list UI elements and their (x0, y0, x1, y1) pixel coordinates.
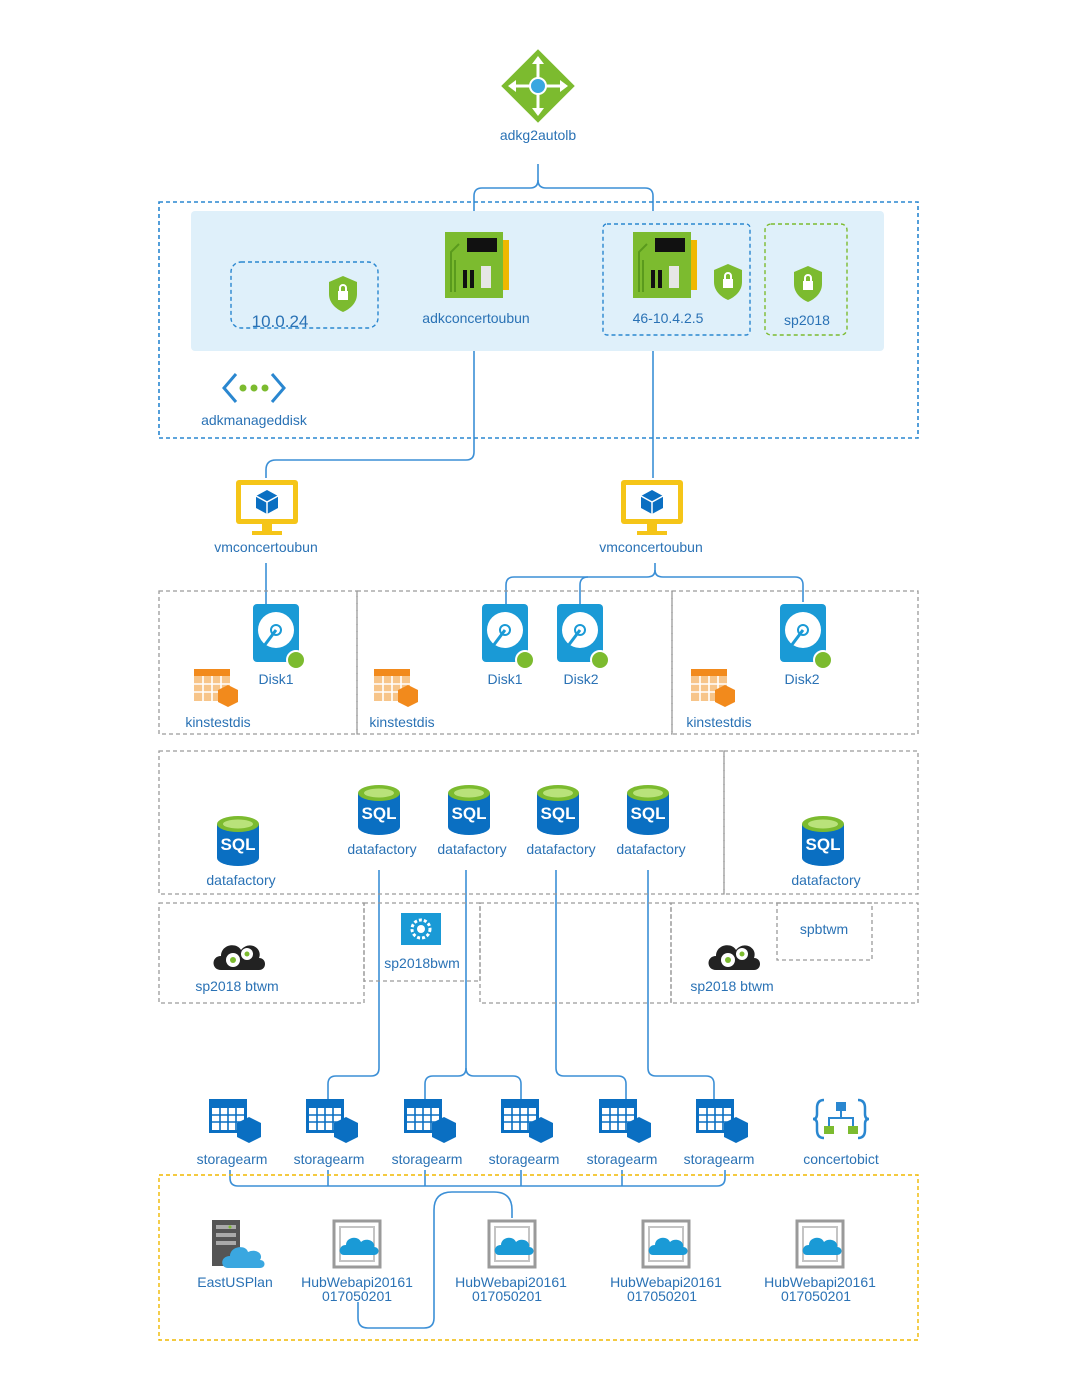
storage-label: storagearm (586, 1151, 658, 1167)
storage-icon[interactable] (305, 1098, 359, 1144)
sql-icon[interactable]: SQL (358, 785, 400, 835)
disk-label: Disk1 (258, 671, 294, 687)
svg-text:SQL: SQL (631, 804, 666, 823)
load-balancer-label: adkg2autolb (499, 127, 577, 143)
sql-icon[interactable]: SQL (627, 785, 669, 835)
storage-orange-icon[interactable] (373, 668, 419, 708)
storage-icon[interactable] (598, 1098, 652, 1144)
web-app-icon[interactable] (795, 1219, 845, 1269)
storage-label: storagearm (391, 1151, 463, 1167)
web-app-label-line1: HubWebapi20161 (764, 1274, 876, 1290)
storage-orange-icon[interactable] (193, 668, 239, 708)
disk-icon[interactable] (555, 602, 611, 671)
web-app-label-line2: 017050201 (321, 1288, 393, 1304)
logic-app-icon[interactable] (812, 1098, 870, 1140)
web-app-label-line1: HubWebapi20161 (455, 1274, 567, 1290)
svg-text:SQL: SQL (362, 804, 397, 823)
app-plan-icon[interactable] (212, 1220, 265, 1268)
svg-text:SQL: SQL (452, 804, 487, 823)
sql-label: datafactory (791, 872, 861, 888)
storage-label: storagearm (488, 1151, 560, 1167)
storage-group-label: kinstestdis (686, 714, 752, 730)
vm-label: vmconcertoubun (214, 539, 318, 555)
vm-label: vmconcertoubun (599, 539, 703, 555)
storage-group-label: kinstestdis (369, 714, 435, 730)
web-app-icon[interactable] (487, 1219, 537, 1269)
nic-right-icon[interactable] (632, 231, 698, 299)
vnet-boundary (158, 201, 919, 439)
nic-right-label: 46-10.4.2.5 (632, 310, 704, 326)
web-app-label-line2: 017050201 (471, 1288, 543, 1304)
sql-label: datafactory (437, 841, 507, 857)
subnet-address-label: 10.0.24 (251, 312, 309, 331)
web-app-icon[interactable] (332, 1219, 382, 1269)
storage-label: storagearm (196, 1151, 268, 1167)
gear-icon[interactable] (401, 913, 441, 945)
app-service-group (158, 1174, 919, 1341)
nic-left-icon[interactable] (444, 231, 510, 299)
disk-label: Disk1 (487, 671, 523, 687)
svg-text:SQL: SQL (806, 835, 841, 854)
vm-right-icon[interactable] (620, 479, 684, 536)
sql-icon[interactable]: SQL (448, 785, 490, 835)
load-balancer-icon[interactable] (501, 49, 575, 123)
storage-icon[interactable] (403, 1098, 457, 1144)
nic-left-label: adkconcertoubun (422, 310, 530, 326)
subnet-address-box (230, 261, 379, 329)
connectors (229, 164, 804, 1329)
storage-icon[interactable] (695, 1098, 749, 1144)
web-app-label-line2: 017050201 (780, 1288, 852, 1304)
storage-label: storagearm (683, 1151, 755, 1167)
nsg-label: sp2018 (784, 312, 830, 328)
sql-icon[interactable]: SQL (802, 816, 844, 866)
web-app-icon[interactable] (641, 1219, 691, 1269)
disk-label: Disk2 (563, 671, 599, 687)
vnet-label: adkmanageddisk (201, 412, 307, 428)
nic-right-group (602, 223, 751, 336)
subnet-area (191, 211, 884, 351)
storage-orange-icon[interactable] (690, 668, 736, 708)
sql-label: datafactory (347, 841, 417, 857)
service-box-label: spbtwm (799, 921, 849, 937)
disk-label: Disk2 (784, 671, 820, 687)
vm-left-icon[interactable] (235, 479, 299, 536)
disk-icon[interactable] (251, 602, 307, 671)
nsg-group (764, 223, 848, 336)
sql-label: datafactory (616, 841, 686, 857)
vnet-icon[interactable] (222, 373, 286, 403)
storage-label: storagearm (293, 1151, 365, 1167)
disk-icon[interactable] (778, 602, 834, 671)
cloud-service-icon[interactable] (213, 945, 266, 970)
sql-icon[interactable]: SQL (537, 785, 579, 835)
logic-app-label: concertobict (803, 1151, 879, 1167)
sql-icon[interactable]: SQL (217, 816, 259, 866)
cloud-service-icon[interactable] (708, 945, 761, 970)
svg-text:SQL: SQL (541, 804, 576, 823)
svg-text:SQL: SQL (221, 835, 256, 854)
service-label: sp2018 btwm (690, 978, 774, 994)
service-label: sp2018bwm (384, 955, 460, 971)
web-app-label-line2: 017050201 (626, 1288, 698, 1304)
web-app-label-line1: HubWebapi20161 (301, 1274, 413, 1290)
storage-icon[interactable] (208, 1098, 262, 1144)
resource-groups (158, 590, 919, 1004)
web-app-label-line1: HubWebapi20161 (610, 1274, 722, 1290)
app-plan-label: EastUSPlan (197, 1274, 273, 1290)
disk-icon[interactable] (480, 602, 536, 671)
storage-group-label: kinstestdis (185, 714, 251, 730)
storage-icon[interactable] (500, 1098, 554, 1144)
service-label: sp2018 btwm (195, 978, 279, 994)
sql-label: datafactory (526, 841, 596, 857)
sql-label: datafactory (206, 872, 276, 888)
